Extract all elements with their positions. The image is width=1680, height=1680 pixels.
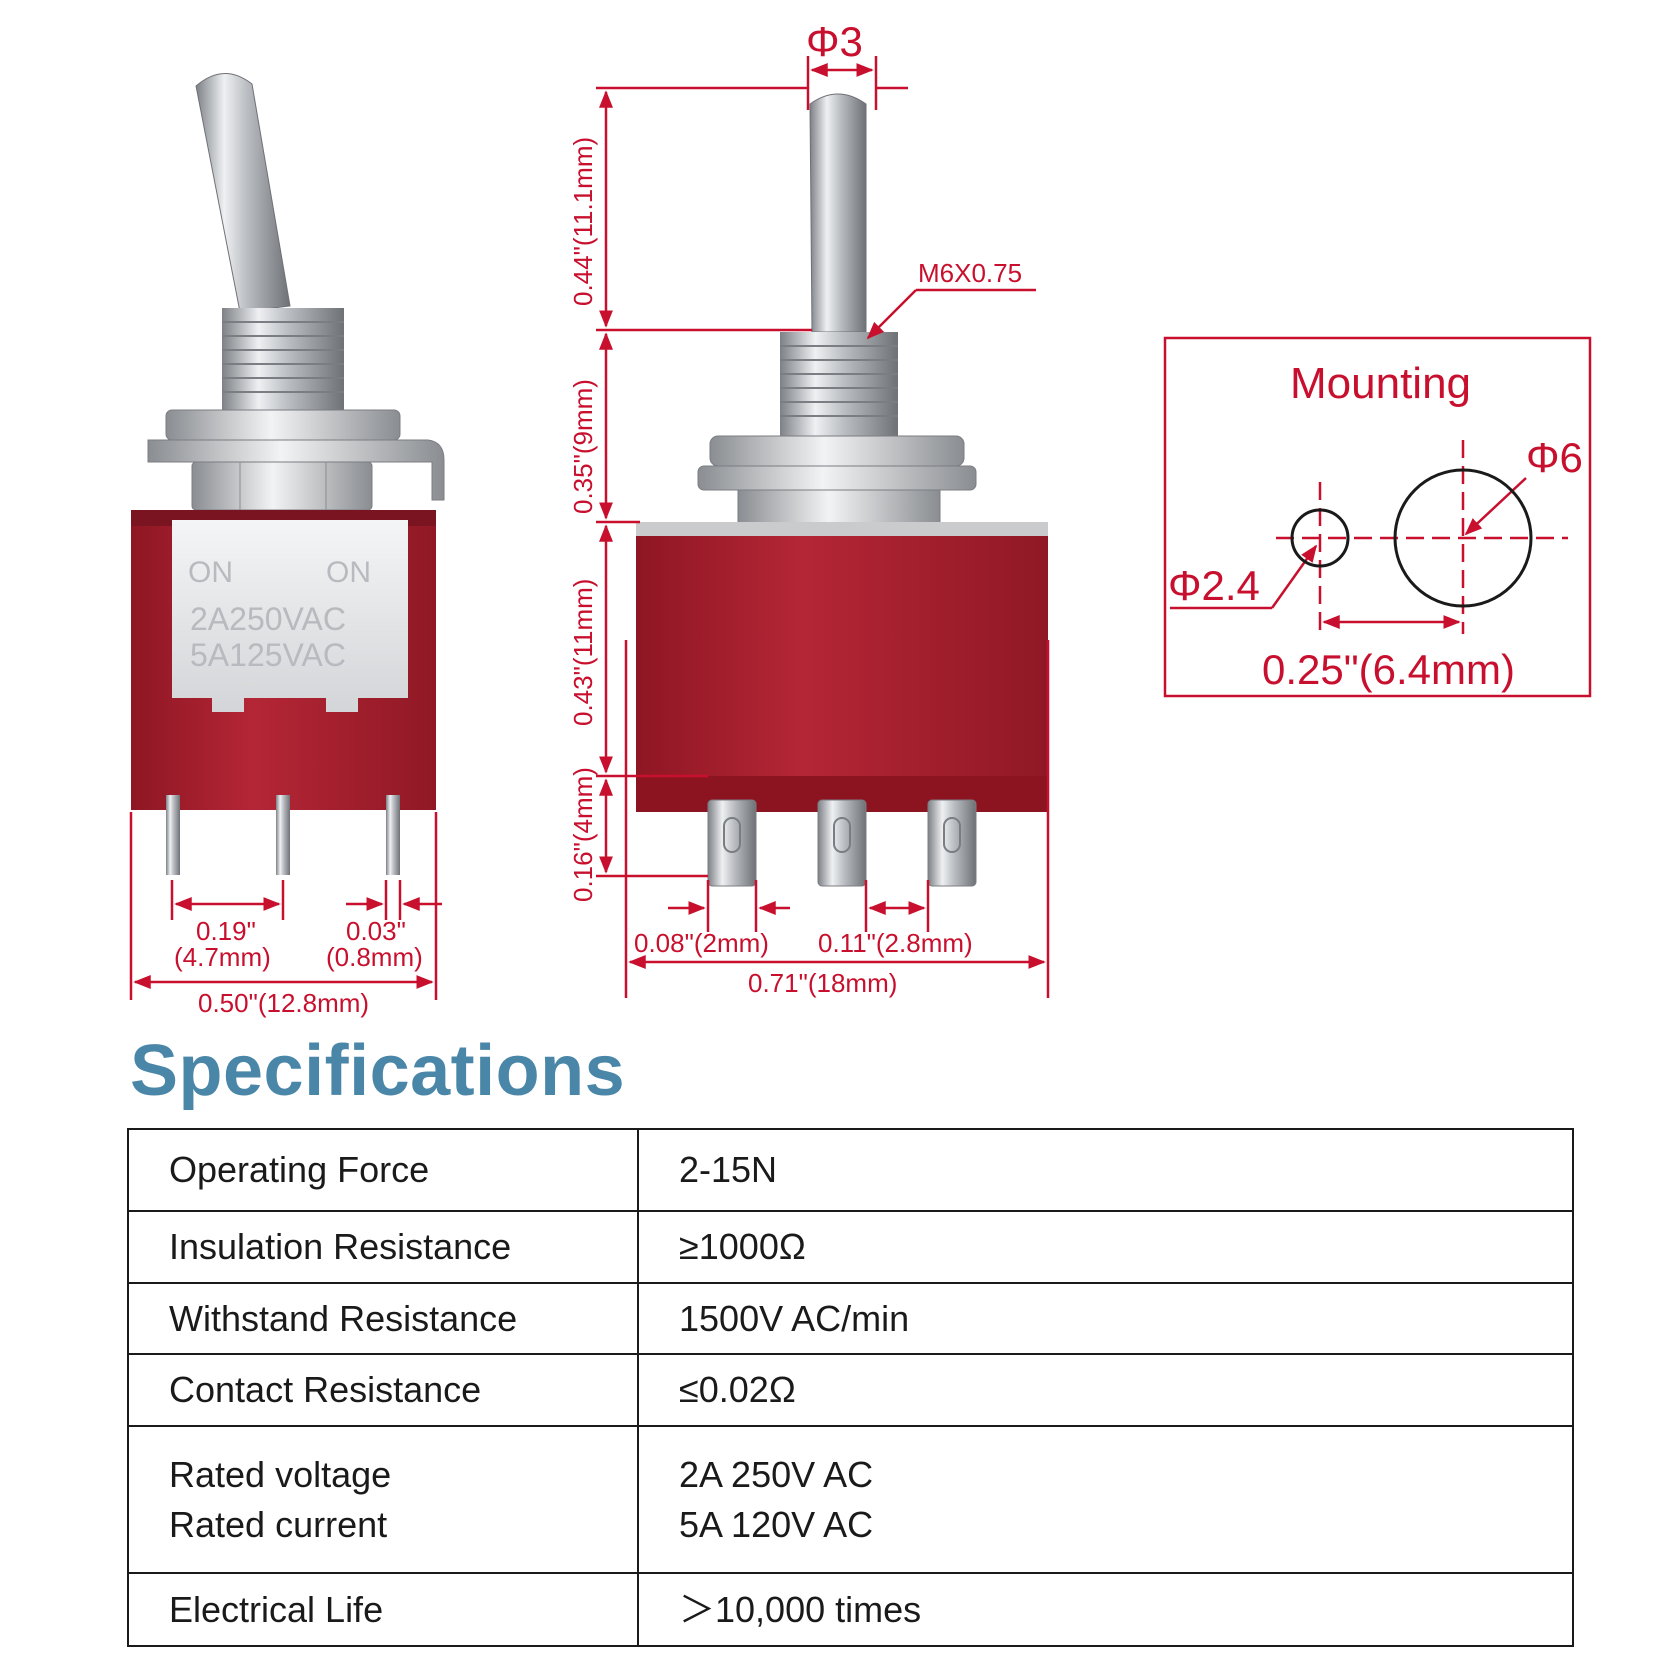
front-width-label: 0.71"(18mm) [748,968,897,998]
spec-key: Withstand Resistance [127,1282,639,1355]
mounting-title: Mounting [1290,359,1471,408]
side-view-switch: ON ON 2A250VAC 5A125VAC [131,73,445,875]
thread-label: M6X0.75 [918,258,1022,288]
spec-value: 2A 250V AC 5A 120V AC [637,1425,1574,1574]
side-view-dimensions [129,812,442,1000]
side-width-label: 0.50"(12.8mm) [198,988,369,1018]
toggle-switch-diagram: ON ON 2A250VAC 5A125VAC [129,18,1592,1018]
specifications-title: Specifications [130,1031,626,1111]
side-pin-pitch-label-in: 0.19" [196,916,256,946]
spec-key: Rated voltage Rated current [127,1425,639,1574]
body-marking-rating-2: 5A125VAC [190,637,346,673]
table-row: Operating Force 2-15N [127,1128,1574,1212]
spec-value: 1500V AC/min [637,1282,1574,1355]
body-marking-on-right: ON [326,556,371,589]
front-pin-pitch-label: 0.11"(2.8mm) [818,928,973,958]
body-marking-on-left: ON [188,556,233,589]
table-row: Withstand Resistance 1500V AC/min [127,1282,1574,1355]
spec-value: 2-15N [637,1128,1574,1212]
front-pin-gap-label: 0.08"(2mm) [634,928,769,958]
shaft-diameter-label: Φ3 [806,18,863,65]
small-hole-label: Φ2.4 [1168,562,1260,609]
specifications-table: Operating Force 2-15N Insulation Resista… [127,1128,1574,1647]
lever-height-label: 0.44"(11.1mm) [568,137,598,306]
table-row: Contact Resistance ≤0.02Ω [127,1353,1574,1427]
front-view-switch [636,93,1048,887]
spec-value: ≥1000Ω [637,1210,1574,1284]
body-height-label: 0.43"(11mm) [568,579,598,726]
large-hole-label: Φ6 [1526,434,1583,481]
bushing-height-label: 0.35"(9mm) [568,379,598,514]
spec-value: ≤0.02Ω [637,1353,1574,1427]
spec-key: Electrical Life [127,1572,639,1647]
small-mounting-hole [1290,508,1350,568]
table-row: Rated voltage Rated current 2A 250V AC 5… [127,1425,1574,1574]
front-view-dimensions [596,56,1050,998]
side-pin-pitch-label-mm: (4.7mm) [174,942,271,972]
body-marking-rating-1: 2A250VAC [190,601,346,637]
table-row: Electrical Life ＞10,000 times [127,1572,1574,1647]
large-mounting-hole [1393,468,1533,608]
spec-key: Operating Force [127,1128,639,1212]
spec-key: Contact Resistance [127,1353,639,1427]
terminal-height-label: 0.16"(4mm) [568,767,598,902]
mounting-box: Mounting Φ6 Φ2.4 0.25"(6.4mm) [1163,336,1592,698]
table-row: Insulation Resistance ≥1000Ω [127,1210,1574,1284]
side-pin-width-label-in: 0.03" [346,916,406,946]
spec-value: ＞10,000 times [637,1572,1574,1647]
side-pin-width-label-mm: (0.8mm) [326,942,423,972]
spec-key: Insulation Resistance [127,1210,639,1284]
hole-spacing-label: 0.25"(6.4mm) [1262,646,1515,693]
